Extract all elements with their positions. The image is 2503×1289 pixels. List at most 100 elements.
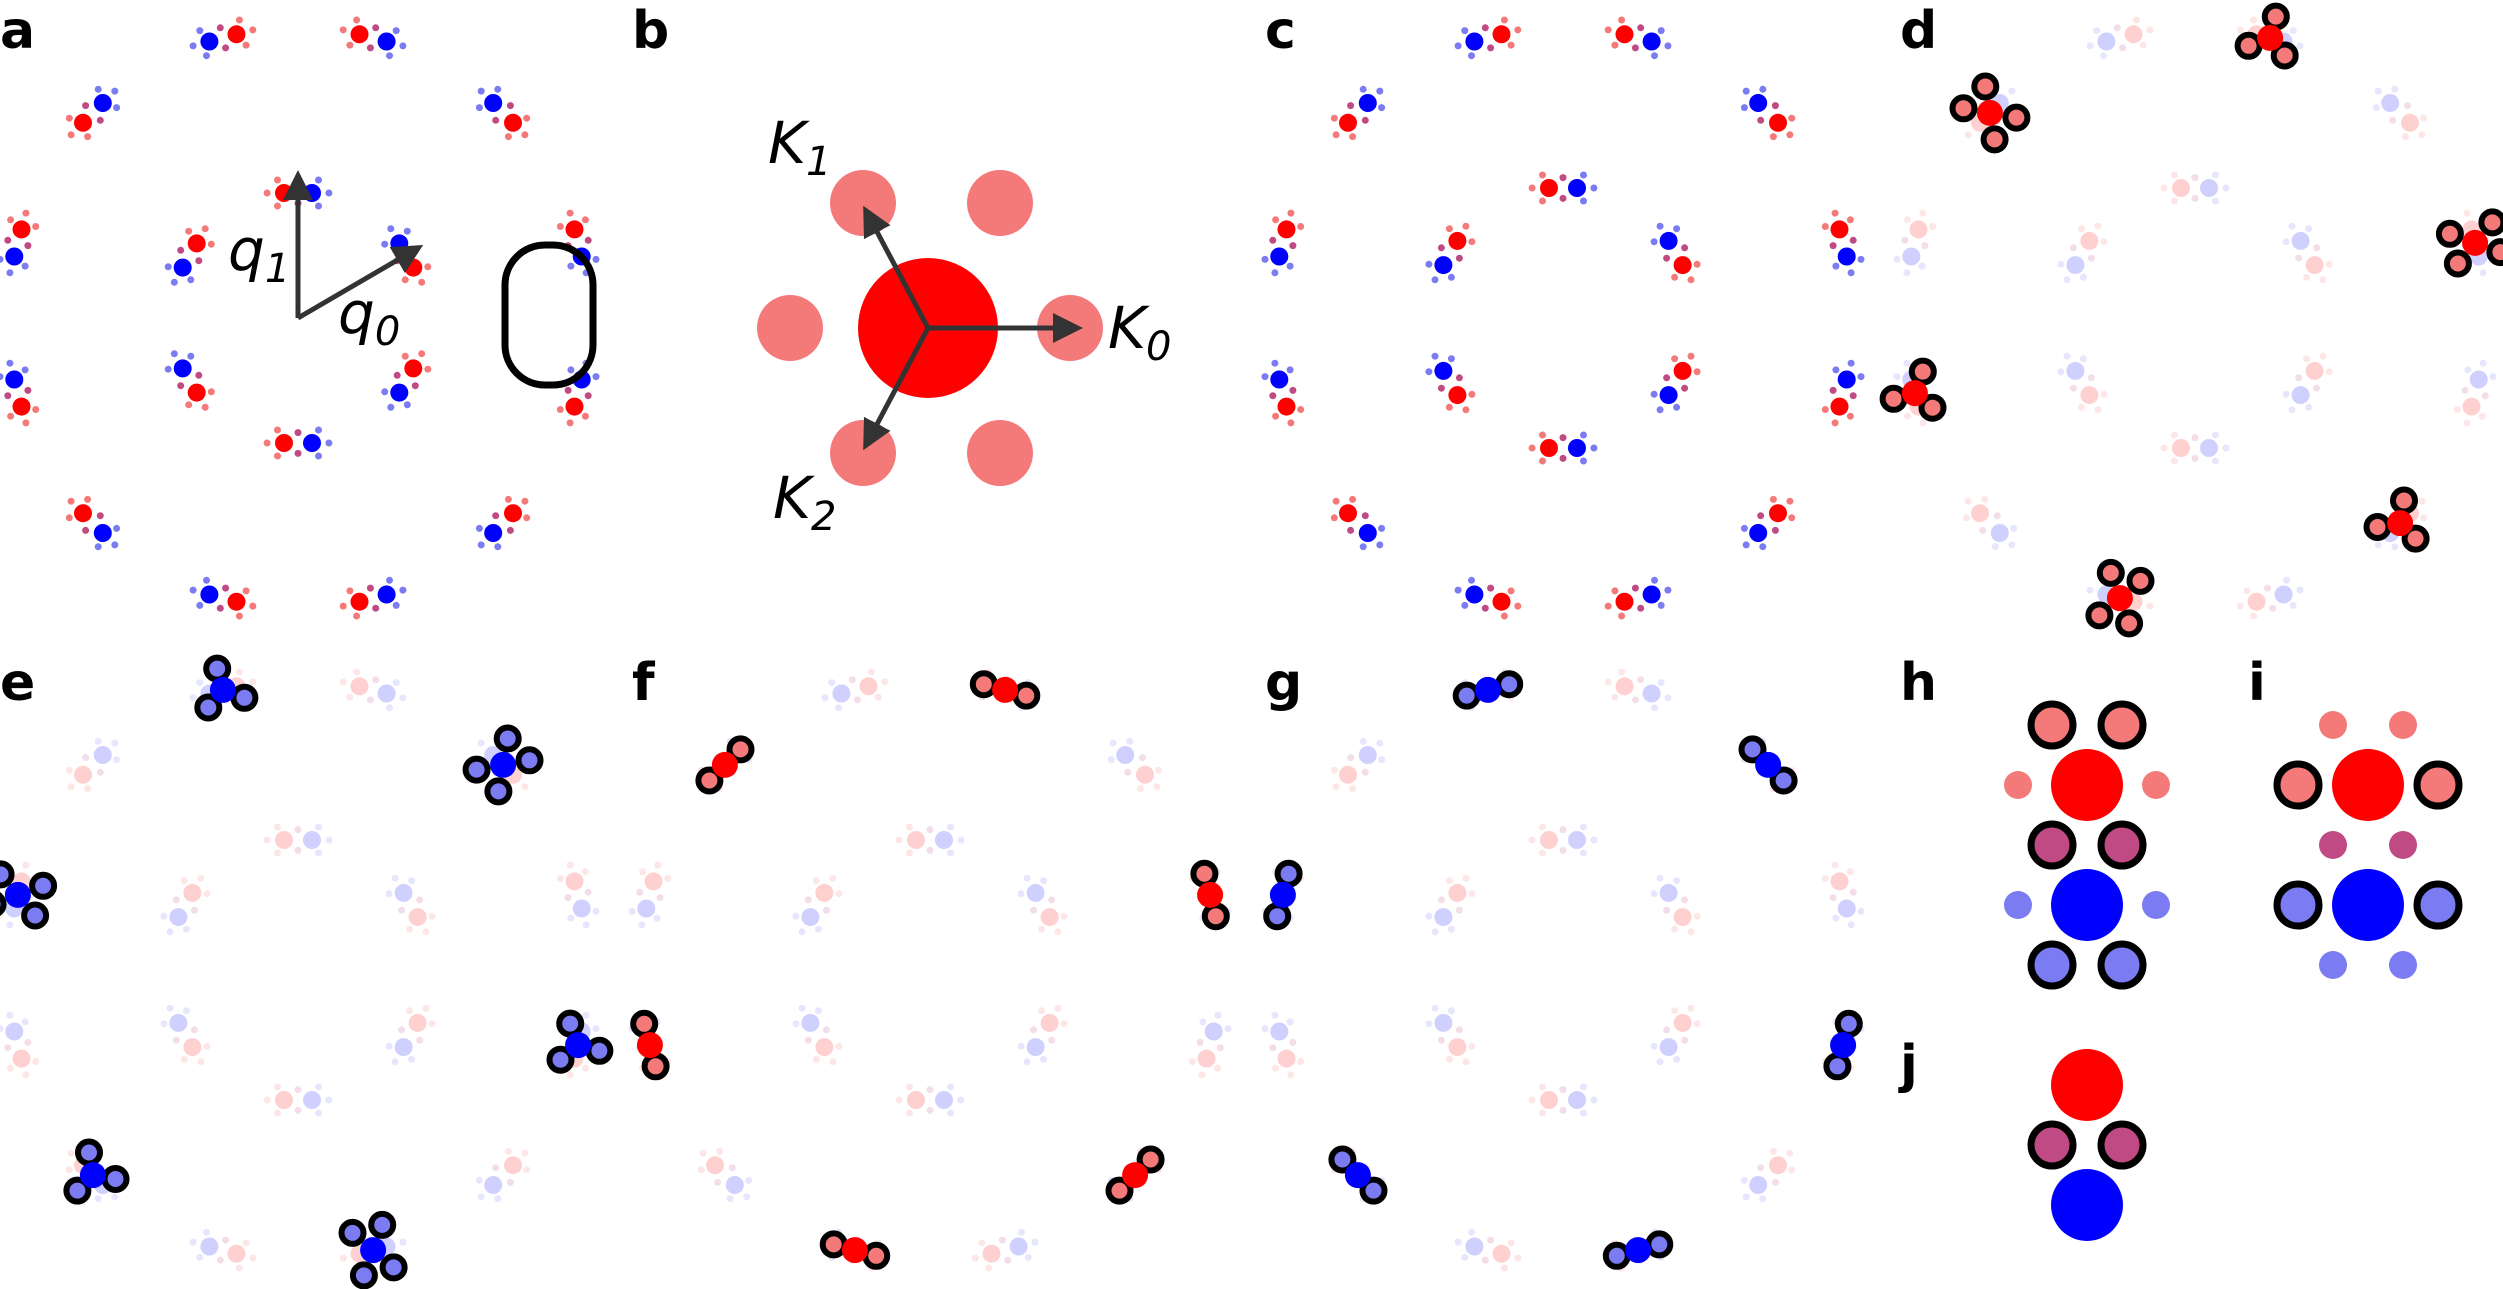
purple-dot: [998, 1236, 1006, 1244]
satellite-dot: [189, 694, 197, 702]
purple-dot: [222, 44, 230, 52]
purple-dot: [294, 429, 302, 437]
satellite-dot: [1468, 238, 1476, 246]
satellite-dot: [1539, 431, 1546, 439]
satellite-dot: [1261, 255, 1269, 263]
purple-dot: [1637, 604, 1645, 612]
satellite-dot: [2478, 412, 2486, 420]
purple-dot: [1663, 1026, 1671, 1034]
ringed-satellite-disc: [630, 1009, 659, 1038]
satellite-dot: [592, 255, 600, 263]
satellite-dot: [1821, 223, 1829, 230]
ringed-satellite-disc: [2085, 601, 2114, 630]
satellite-dot: [477, 739, 485, 747]
satellite-dot: [325, 189, 333, 197]
center-red-disc: [2051, 749, 2123, 821]
purple-dot: [564, 386, 572, 394]
blue-disc: [1837, 247, 1856, 266]
satellite-dot: [566, 861, 574, 869]
red-disc: [350, 25, 369, 44]
purple-dot: [728, 1164, 736, 1172]
satellite-dot: [1461, 27, 1469, 35]
purple-dot: [1757, 1164, 1765, 1172]
blue-disc: [2291, 386, 2310, 405]
satellite-dot: [2077, 225, 2085, 233]
red-disc: [1615, 592, 1634, 611]
purple-dot: [492, 116, 500, 124]
blue-disc: [801, 908, 820, 927]
satellite-dot: [84, 785, 92, 793]
satellite-dot: [1671, 1007, 1679, 1015]
ringed-satellite-disc: [379, 1253, 408, 1282]
satellite-dot: [1330, 766, 1338, 774]
satellite-dot: [399, 694, 407, 702]
satellite-dot: [1109, 739, 1117, 747]
ringed-satellite-disc: [0, 892, 7, 916]
satellite-dot: [399, 42, 407, 50]
satellite-dot: [315, 1109, 322, 1117]
red-disc: [565, 220, 584, 239]
purple-dot: [1559, 194, 1567, 202]
satellite-dot: [2100, 238, 2108, 246]
satellite-dot: [1349, 495, 1357, 503]
satellite-dot: [582, 1011, 590, 1019]
satellite-dot: [1514, 26, 1522, 34]
satellite-dot: [475, 1176, 483, 1184]
blue-disc: [801, 1013, 820, 1032]
purple-dot: [1269, 392, 1277, 400]
red-disc: [12, 397, 31, 416]
satellite-dot: [1447, 273, 1455, 281]
purple-dot: [1559, 454, 1567, 462]
satellite-dot: [1673, 1055, 1681, 1063]
satellite-dot: [2282, 390, 2290, 398]
satellite-dot: [1425, 260, 1433, 268]
satellite-dot: [828, 679, 836, 687]
purple-dot: [4, 236, 12, 244]
purple-dot: [1979, 526, 1987, 534]
satellite-dot: [475, 524, 483, 532]
satellite-dot: [422, 1004, 430, 1012]
red-disc: [815, 1038, 834, 1057]
satellite-dot: [2093, 27, 2101, 35]
purple-dot: [1030, 1026, 1038, 1034]
ringed-satellite-disc: [194, 693, 223, 722]
satellite-dot: [1846, 868, 1854, 876]
satellite-dot: [315, 176, 322, 184]
satellite-dot: [1023, 874, 1031, 882]
red-disc: [1909, 220, 1928, 239]
ringed-satellite-disc: [2363, 513, 2392, 541]
satellite-dot: [1359, 737, 1367, 745]
satellite-dot: [7, 1064, 15, 1072]
panel-j: [2027, 1049, 2147, 1241]
panel-h: [2004, 700, 2170, 990]
ringed-satellite-disc: [1971, 72, 2000, 101]
ringed-satellite-disc: [1980, 125, 2009, 154]
satellite-dot: [1929, 223, 1937, 230]
satellite-dot: [1657, 601, 1665, 609]
purple-dot: [506, 102, 514, 110]
panel-label-c: c: [1265, 1, 1296, 61]
satellite-dot: [391, 1058, 399, 1066]
satellite-dot: [22, 861, 30, 869]
blue-disc: [303, 184, 321, 202]
satellite-dot: [1687, 928, 1695, 936]
purple-dot: [24, 1038, 32, 1046]
red-disc: [275, 1091, 293, 1109]
blue-disc: [1270, 1022, 1289, 1041]
red-disc: [227, 25, 246, 44]
satellite-dot: [567, 366, 575, 374]
center-blue-disc: [2051, 1169, 2123, 1241]
satellite-dot: [716, 1147, 724, 1155]
satellite-dot: [1462, 406, 1470, 414]
purple-dot: [1559, 174, 1567, 182]
satellite-dot: [1656, 874, 1664, 882]
purple-dot: [96, 116, 104, 124]
satellite-dot: [2010, 524, 2018, 532]
satellite-dot: [504, 133, 512, 141]
ringed-purple-disc: [2097, 1120, 2147, 1170]
blue-disc: [303, 831, 321, 849]
purple-dot: [2269, 604, 2277, 612]
satellite-dot: [1604, 678, 1612, 686]
satellite-dot: [170, 278, 178, 286]
satellite-dot: [385, 890, 393, 898]
